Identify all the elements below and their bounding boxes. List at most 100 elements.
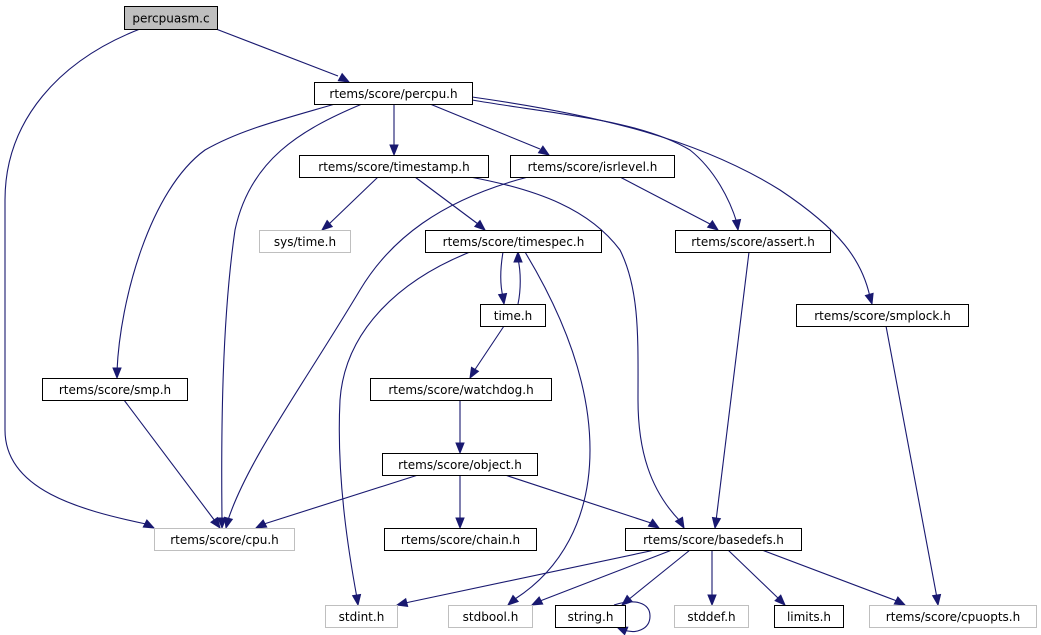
node-box[interactable] [625,528,802,551]
arrowhead-icon [774,594,786,606]
node-stddef-h: stddef.h [674,605,749,628]
edge-line [471,96,871,298]
edge-line [627,549,691,601]
edge-percpu-h-to-isrlevel-h [429,103,551,156]
edge-smplock-h-to-cpuopts-h [885,325,942,607]
edge-line [619,176,711,225]
node-box[interactable] [510,155,675,178]
node-box[interactable] [675,230,831,253]
arrowhead-icon [674,516,685,530]
node-smplock-h[interactable]: rtems/score/smplock.h [796,304,969,327]
node-string-h[interactable]: string.h [555,605,626,628]
node-chain-h[interactable]: rtems/score/chain.h [384,528,537,551]
nodes-layer: percpuasm.c rtems/score/percpu.h rtems/sco… [42,6,1037,628]
node-box[interactable] [314,82,473,105]
edge-line [761,549,898,602]
edge-line [517,258,521,305]
edge-line [504,474,652,524]
node-percpu-h[interactable]: rtems/score/percpu.h [314,82,473,105]
edge-object-h-to-chain-h [455,475,465,530]
edge-basedefs-h-to-stddef-h [707,550,717,607]
node-label: rtems/score/percpu.h [329,87,457,101]
node-watchdog-h[interactable]: rtems/score/watchdog.h [370,378,552,401]
node-box[interactable] [425,230,602,253]
arrowhead-icon [469,366,480,380]
arrowhead-icon [142,519,156,529]
node-assert-h[interactable]: rtems/score/assert.h [675,230,831,253]
edge-line [514,251,591,600]
edge-percpu-h-to-cpu-h [217,103,363,530]
edge-smp-h-to-cpu-h [123,399,221,530]
node-label: rtems/score/watchdog.h [388,383,533,397]
node-time-h[interactable]: time.h [480,304,546,327]
node-box[interactable] [384,528,537,551]
node-label: rtems/score/basedefs.h [643,533,784,547]
edge-line [338,251,471,599]
node-box [154,528,295,551]
node-label: rtems/score/isrlevel.h [528,160,658,174]
node-box [124,6,218,30]
node-smp-h[interactable]: rtems/score/smp.h [42,378,188,401]
node-label: limits.h [787,610,831,624]
edge-object-h-to-basedefs-h [504,474,661,529]
edge-time-h-to-watchdog-h [469,325,505,380]
arrowhead-icon [615,626,629,635]
node-timespec-h[interactable]: rtems/score/timespec.h [425,230,602,253]
edge-timespec-h-to-stdbool-h [506,251,591,606]
node-box[interactable] [774,605,844,628]
arrowhead-icon [210,516,221,530]
edge-timestamp-h-to-timespec-h [414,176,487,231]
edge-line [221,103,363,521]
node-box [448,605,533,628]
node-label: time.h [494,309,533,323]
edge-basedefs-h-to-string-h [620,549,691,606]
node-stdbool-h: stdbool.h [448,605,533,628]
node-timestamp-h[interactable]: rtems/score/timestamp.h [299,155,489,178]
edge-line [500,251,504,298]
edge-line [539,549,673,602]
node-box[interactable] [370,378,552,401]
node-label: percpuasm.c [132,12,209,26]
arrowhead-icon [320,219,334,231]
edge-assert-h-to-basedefs-h [711,251,750,530]
edge-line [613,601,651,633]
arrowhead-icon [497,292,508,306]
node-label: string.h [568,610,614,624]
node-label: sys/time.h [274,235,336,249]
edge-basedefs-h-to-limits-h [727,549,786,606]
arrowhead-icon [864,292,874,306]
node-label: rtems/score/timestamp.h [318,160,469,174]
node-box[interactable] [382,453,538,476]
node-box[interactable] [555,605,626,628]
arrowhead-icon [337,72,351,83]
node-box[interactable] [480,304,546,327]
edge-line [727,549,780,600]
edge-line [263,474,419,525]
edge-line [404,549,656,604]
node-box [259,230,351,253]
edge-line [414,176,479,225]
node-label: rtems/score/object.h [398,458,522,472]
node-box[interactable] [796,304,969,327]
node-limits-h[interactable]: limits.h [774,605,844,628]
edge-timespec-h-to-stdint-h [338,251,471,607]
node-object-h[interactable]: rtems/score/object.h [382,453,538,476]
node-box[interactable] [299,155,489,178]
arrowhead-icon [254,519,268,529]
node-isrlevel-h[interactable]: rtems/score/isrlevel.h [510,155,675,178]
edge-line [469,176,681,522]
node-box[interactable] [42,378,188,401]
arrowhead-icon [506,594,520,606]
edge-line [885,325,938,599]
arrowhead-icon [351,593,362,607]
edge-line [123,399,216,522]
arrowhead-icon [537,145,551,156]
edge-percpu-h-to-smp-h [112,103,336,380]
edge-line [715,251,750,522]
node-basedefs-h[interactable]: rtems/score/basedefs.h [625,528,802,551]
edge-basedefs-h-to-cpuopts-h [761,549,907,606]
node-sys-time-h: sys/time.h [259,230,351,253]
edge-line [473,325,505,372]
edge-time-h-to-timespec-h [513,250,523,305]
